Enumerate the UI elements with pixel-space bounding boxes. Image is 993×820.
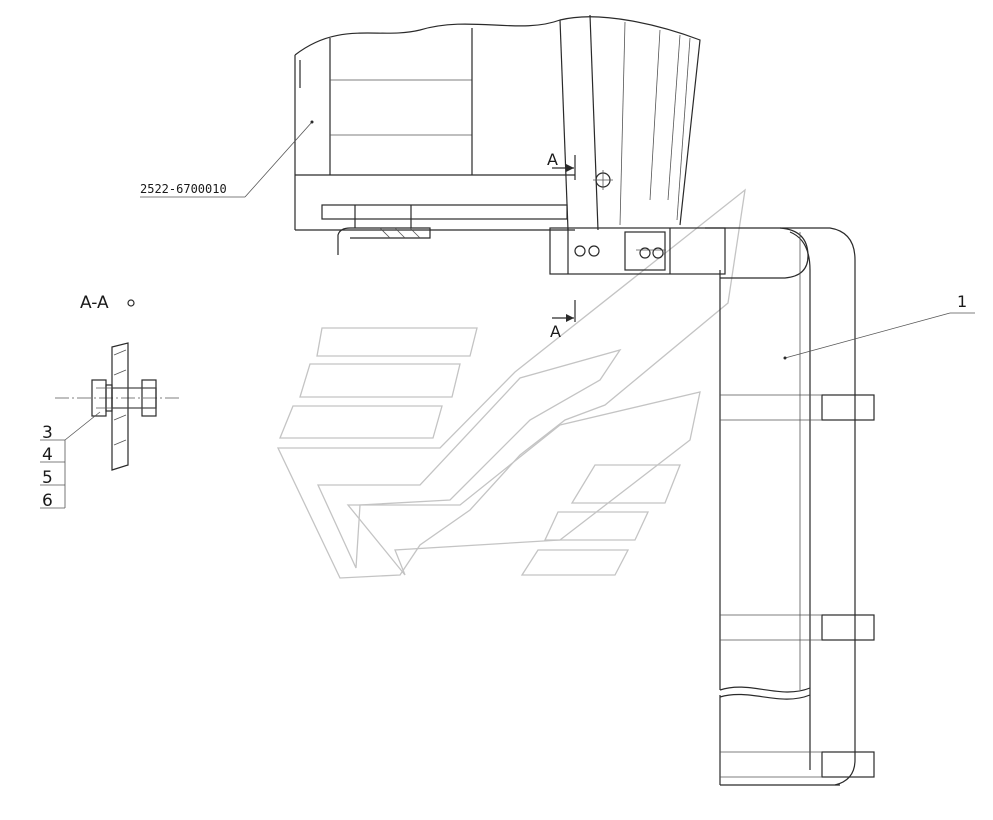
callout-3: 3 xyxy=(42,423,53,443)
section-title: A-A xyxy=(80,293,109,313)
mudguard-part xyxy=(705,227,875,786)
mount-plate xyxy=(549,227,726,275)
logo-watermark-icon xyxy=(276,188,746,579)
svg-text:A: A xyxy=(547,150,558,169)
callout-1-label: 1 xyxy=(957,292,967,311)
section-detail-aa: A-A 3 4 5 6 xyxy=(40,293,180,511)
callout-6: 6 xyxy=(42,491,53,511)
cab-bracket xyxy=(321,204,568,255)
section-marker-a-top: A xyxy=(547,150,576,180)
part-number-callout: 2522-6700010 xyxy=(140,120,314,198)
callout-5: 5 xyxy=(42,468,53,488)
callout-1: 1 xyxy=(783,292,975,360)
svg-text:A: A xyxy=(550,322,561,341)
section-marker-a-bottom: A xyxy=(550,300,576,341)
part-number-label: 2522-6700010 xyxy=(140,182,227,196)
cab-body xyxy=(294,14,701,231)
callout-4: 4 xyxy=(42,445,53,465)
